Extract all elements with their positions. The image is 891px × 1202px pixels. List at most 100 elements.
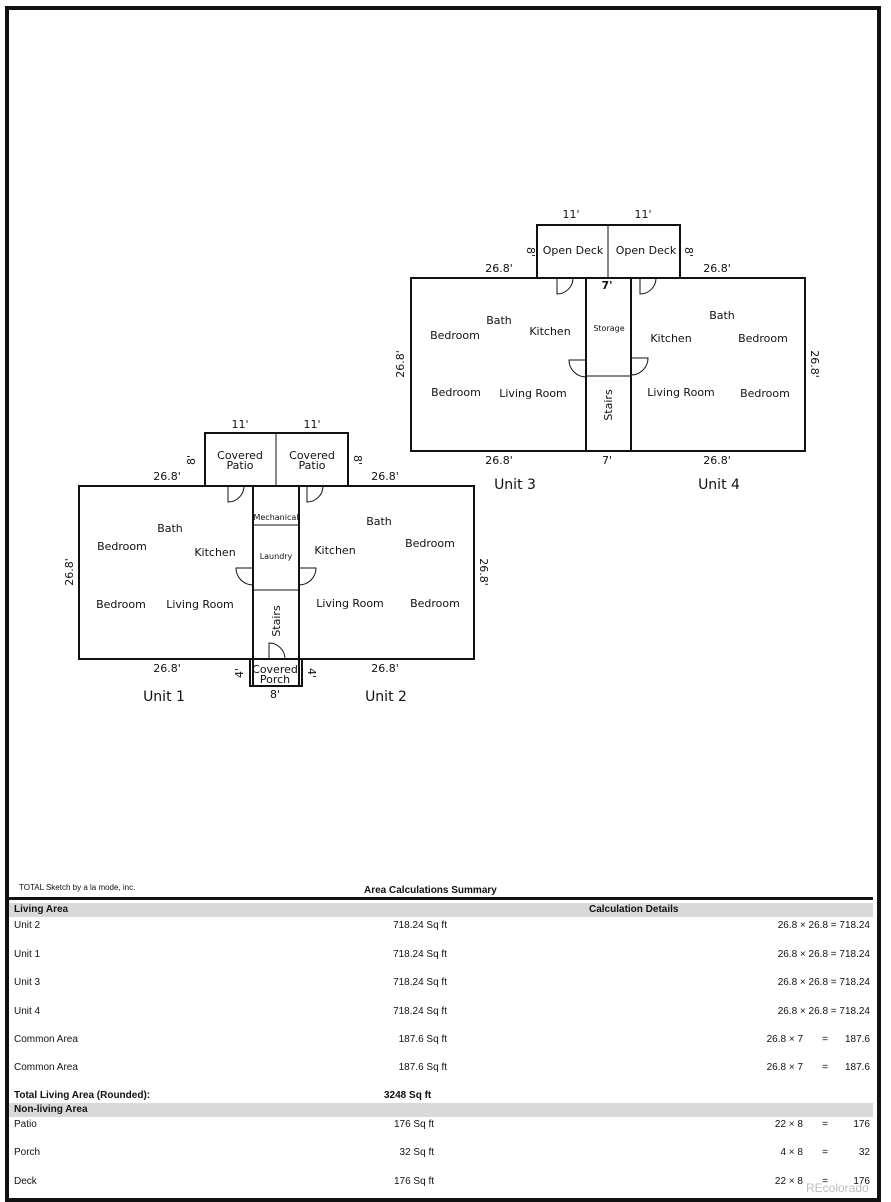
deck-width-right: 11' (634, 208, 651, 221)
patio-left-line1: Covered (217, 449, 263, 462)
row-result: 187.6 (844, 1034, 870, 1045)
row-formula: 26.8 × 26.8 = 718.24 (777, 1006, 870, 1017)
bottom-top-width-left: 26.8' (153, 470, 181, 483)
row-formula: 22 × 8 (774, 1176, 803, 1187)
patio-right-line1: Covered (289, 449, 335, 462)
non-living-area-label: Non-living Area (14, 1104, 88, 1115)
bottom-top-width-right: 26.8' (371, 470, 399, 483)
unit1-name: Unit 1 (143, 689, 185, 705)
table-row: Common Area 187.6 Sq ft 26.8 × 7 = 187.6 (9, 1062, 873, 1076)
non-living-area-header: Non-living Area (9, 1103, 873, 1117)
patio-height-right: 8' (351, 455, 364, 465)
unit1-living-room: Living Room (166, 598, 234, 611)
table-row: Patio 176 Sq ft 22 × 8 = 176 (9, 1119, 873, 1133)
row-result: 32 (858, 1147, 870, 1158)
row-equals: = (822, 1176, 828, 1187)
door-unit4-deck (639, 277, 657, 295)
deck-height-right: 8' (682, 247, 695, 257)
unit1-bath: Bath (157, 522, 183, 535)
top-height-left: 26.8' (394, 350, 407, 378)
calculation-details-label: Calculation Details (589, 904, 679, 915)
storage-label: Storage (593, 324, 624, 333)
top-width-left: 26.8' (485, 262, 513, 275)
top-stairs-label: Stairs (602, 389, 615, 421)
row-name: Unit 4 (14, 1006, 41, 1017)
table-row: Unit 4 718.24 Sq ft 26.8 × 26.8 = 718.24 (9, 1006, 873, 1020)
total-living-value: 3248 Sq ft (384, 1090, 432, 1101)
open-deck-left: Open Deck (543, 244, 604, 257)
row-name: Unit 2 (14, 920, 41, 931)
table-row: Deck 176 Sq ft 22 × 8 = 176 (9, 1176, 873, 1190)
row-formula: 26.8 × 26.8 = 718.24 (777, 920, 870, 931)
living-area-label: Living Area (14, 904, 69, 915)
row-equals: = (822, 1034, 828, 1045)
covered-porch-outline (249, 658, 303, 687)
unit3-living-room: Living Room (499, 387, 567, 400)
top-width-right: 26.8' (703, 262, 731, 275)
open-deck-right: Open Deck (616, 244, 677, 257)
top-building-outline (410, 277, 806, 452)
row-equals: = (822, 1119, 828, 1130)
unit3-bedroom-2: Bedroom (431, 386, 481, 399)
row-formula: 22 × 8 (774, 1119, 803, 1130)
top-building-labels: 11' 11' 8' 8' Open Deck Open Deck 26.8' … (394, 208, 821, 493)
row-area: 718.24 Sq ft (393, 949, 447, 960)
row-result: 176 (853, 1119, 870, 1130)
bottom-width-left-top: 26.8' (485, 454, 513, 467)
table-row: Unit 3 718.24 Sq ft 26.8 × 26.8 = 718.24 (9, 977, 873, 991)
deck-height-left: 8' (524, 247, 537, 257)
total-living-row: Total Living Area (Rounded): 3248 Sq ft (9, 1090, 873, 1104)
door-unit2-patio (306, 485, 324, 503)
row-formula: 26.8 × 26.8 = 718.24 (777, 977, 870, 988)
row-formula: 26.8 × 7 (766, 1034, 803, 1045)
bottom-width-left: 26.8' (153, 662, 181, 675)
row-formula: 4 × 8 (780, 1147, 803, 1158)
laundry-label: Laundry (260, 552, 293, 561)
unit4-kitchen: Kitchen (650, 332, 691, 345)
patio-right-line2: Patio (299, 459, 326, 472)
door-unit3-stairs (568, 359, 587, 378)
row-area: 187.6 Sq ft (398, 1062, 447, 1073)
unit4-name: Unit 4 (698, 477, 740, 493)
unit4-bedroom-2: Bedroom (740, 387, 790, 400)
patio-width-left: 11' (231, 418, 248, 431)
unit2-bath: Bath (366, 515, 392, 528)
unit3-kitchen: Kitchen (529, 325, 570, 338)
unit4-bedroom-1: Bedroom (738, 332, 788, 345)
door-unit2-hall (298, 567, 317, 586)
row-name: Patio (14, 1119, 37, 1130)
unit2-name: Unit 2 (365, 689, 407, 705)
bottom-width-right-top: 26.8' (703, 454, 731, 467)
bottom-height-left: 26.8' (63, 558, 76, 586)
unit3-bath: Bath (486, 314, 512, 327)
row-name: Common Area (14, 1062, 78, 1073)
row-formula: 26.8 × 7 (766, 1062, 803, 1073)
row-name: Deck (14, 1176, 37, 1187)
row-name: Common Area (14, 1034, 78, 1045)
floor-plan: 11' 11' 8' 8' Open Deck Open Deck 26.8' … (63, 208, 821, 705)
row-name: Unit 3 (14, 977, 41, 988)
top-height-right: 26.8' (808, 350, 821, 378)
unit1-kitchen: Kitchen (194, 546, 235, 559)
row-area: 32 Sq ft (399, 1147, 434, 1158)
plan-walls (78, 224, 806, 687)
porch-width: 8' (270, 688, 280, 701)
unit1-bedroom-2: Bedroom (96, 598, 146, 611)
sketch-credit: TOTAL Sketch by a la mode, inc. (19, 883, 136, 892)
row-name: Porch (14, 1147, 41, 1158)
door-unit1-patio (227, 485, 245, 503)
row-equals: = (822, 1062, 828, 1073)
patio-width-right: 11' (303, 418, 320, 431)
porch-height-right: 4' (305, 668, 318, 678)
row-formula: 26.8 × 26.8 = 718.24 (777, 949, 870, 960)
door-swings (227, 277, 657, 660)
unit3-name: Unit 3 (494, 477, 536, 493)
row-name: Unit 1 (14, 949, 41, 960)
row-area: 176 Sq ft (393, 1176, 434, 1187)
row-result: 176 (853, 1176, 870, 1187)
patio-left-line2: Patio (227, 459, 254, 472)
center-width-bottom: 7' (602, 454, 612, 467)
table-row: Unit 2 718.24 Sq ft 26.8 × 26.8 = 718.24 (9, 920, 873, 934)
door-porch (268, 642, 286, 660)
unit1-bedroom-1: Bedroom (97, 540, 147, 553)
